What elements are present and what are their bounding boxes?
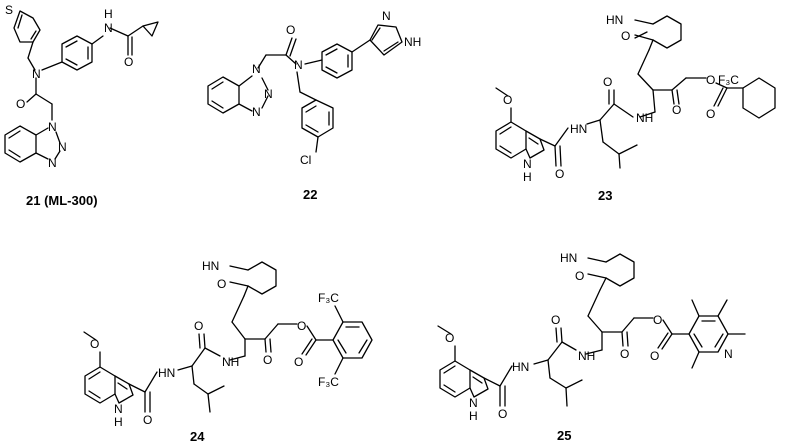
- imidazole-ring: [369, 24, 403, 56]
- atom-hn-lactam: HN: [202, 259, 219, 273]
- atom-o-lactam: O: [217, 277, 226, 291]
- indole-25: [439, 360, 501, 398]
- atom-nh-amide: NH: [578, 349, 595, 363]
- atom-n-pyridine: N: [724, 347, 733, 361]
- atom-n-imidazole: N: [382, 9, 391, 23]
- compound-label-24: 24: [190, 429, 205, 444]
- indole-24: [84, 366, 146, 404]
- atom-nh-amide: NH: [636, 111, 653, 125]
- atom-o-lactam: O: [575, 269, 584, 283]
- compound-21: S N H N O O N N N 21 (ML-300): [4, 3, 159, 208]
- atom-o-ester-co: O: [706, 107, 715, 121]
- thiophene-ring: [13, 10, 41, 43]
- compound-label-21: 21 (ML-300): [26, 193, 98, 208]
- phenyl-ring-21: [61, 35, 93, 71]
- atom-hn-lactam: HN: [560, 251, 577, 265]
- atom-o-ketone: O: [263, 353, 272, 367]
- atom-hn-amide: HN: [512, 360, 529, 374]
- compound-24: HN O O O O F₃C F₃C O HN NH O O N H 24: [83, 259, 373, 444]
- atom-n-indole: N: [114, 402, 123, 416]
- atom-h: H: [104, 7, 113, 21]
- chlorophenyl-ring: [301, 99, 334, 138]
- compound-22: O N N NH N N N Cl 22: [207, 9, 421, 202]
- atom-o-ketone: O: [620, 347, 629, 361]
- atom-o-ester-co: O: [294, 355, 303, 369]
- atom-n3: N: [252, 105, 261, 119]
- atom-h-indole: H: [114, 415, 123, 429]
- atom-n-amide: N: [294, 58, 303, 72]
- atom-hn-lactam: HN: [606, 13, 623, 27]
- atom-n2: N: [264, 87, 273, 101]
- atom-hn-amide: HN: [570, 122, 587, 136]
- atom-o-acetyl: O: [16, 97, 25, 111]
- atom-n1: N: [252, 62, 261, 76]
- atom-n: N: [32, 67, 41, 81]
- atom-nh-imidazole: NH: [404, 35, 421, 49]
- atom-h-indole: H: [523, 170, 532, 184]
- compound-label-23: 23: [598, 188, 612, 203]
- atom-h-indole: H: [469, 409, 478, 423]
- atom-o-amide2: O: [555, 167, 564, 181]
- atom-o-amide: O: [194, 319, 203, 333]
- piperidinone-24: [229, 261, 277, 295]
- atom-o-lactam: O: [621, 29, 630, 43]
- atom-amide-n: N: [104, 21, 113, 35]
- atom-hn-amide: HN: [158, 366, 175, 380]
- atom-n3: N: [48, 156, 57, 170]
- compound-25: HN O O O O N O HN NH O O N H 25: [437, 251, 746, 443]
- atom-o-amide2: O: [498, 407, 507, 421]
- atom-cf3: F₃C: [718, 73, 739, 87]
- atom-cl: Cl: [300, 153, 311, 167]
- atom-o: O: [286, 23, 295, 37]
- cyclohexane-ring: [742, 77, 776, 119]
- atom-o-ketone: O: [672, 103, 681, 117]
- atom-o-ester: O: [653, 313, 662, 327]
- atom-o-methoxy: O: [445, 331, 454, 345]
- atom-n1: N: [48, 120, 57, 134]
- atom-o-ester: O: [706, 73, 715, 87]
- pyridine-ring: [688, 315, 729, 353]
- atom-s: S: [5, 3, 13, 17]
- atom-o-amide: O: [603, 75, 612, 89]
- atom-o-ester: O: [297, 319, 306, 333]
- piperidinone-23: [634, 15, 682, 49]
- atom-o-methoxy: O: [503, 93, 512, 107]
- atom-o-cyclopropyl: O: [124, 55, 133, 69]
- atom-n-indole: N: [469, 396, 478, 410]
- phenyl-ring-22: [321, 43, 353, 79]
- atom-n2: N: [58, 140, 67, 154]
- atom-cf3-bottom: F₃C: [318, 375, 339, 389]
- atom-n-indole: N: [523, 157, 532, 171]
- compound-23: HN O O O O F₃C O HN NH O O N H 23: [495, 13, 776, 203]
- atom-o-methoxy: O: [90, 337, 99, 351]
- atom-o-amide: O: [551, 313, 560, 327]
- indole-23: [495, 121, 556, 159]
- compound-label-25: 25: [557, 428, 571, 443]
- benzotriazole-21: [4, 125, 61, 163]
- atom-nh-amide: NH: [222, 355, 239, 369]
- atom-o-amide2: O: [143, 413, 152, 427]
- benzotriazole-22: [207, 75, 269, 114]
- compound-label-22: 22: [303, 187, 317, 202]
- atom-o-ester-co: O: [650, 349, 659, 363]
- atom-cf3-top: F₃C: [318, 291, 339, 305]
- piperidinone-25: [587, 253, 635, 287]
- aryl-ring-24: [332, 321, 373, 359]
